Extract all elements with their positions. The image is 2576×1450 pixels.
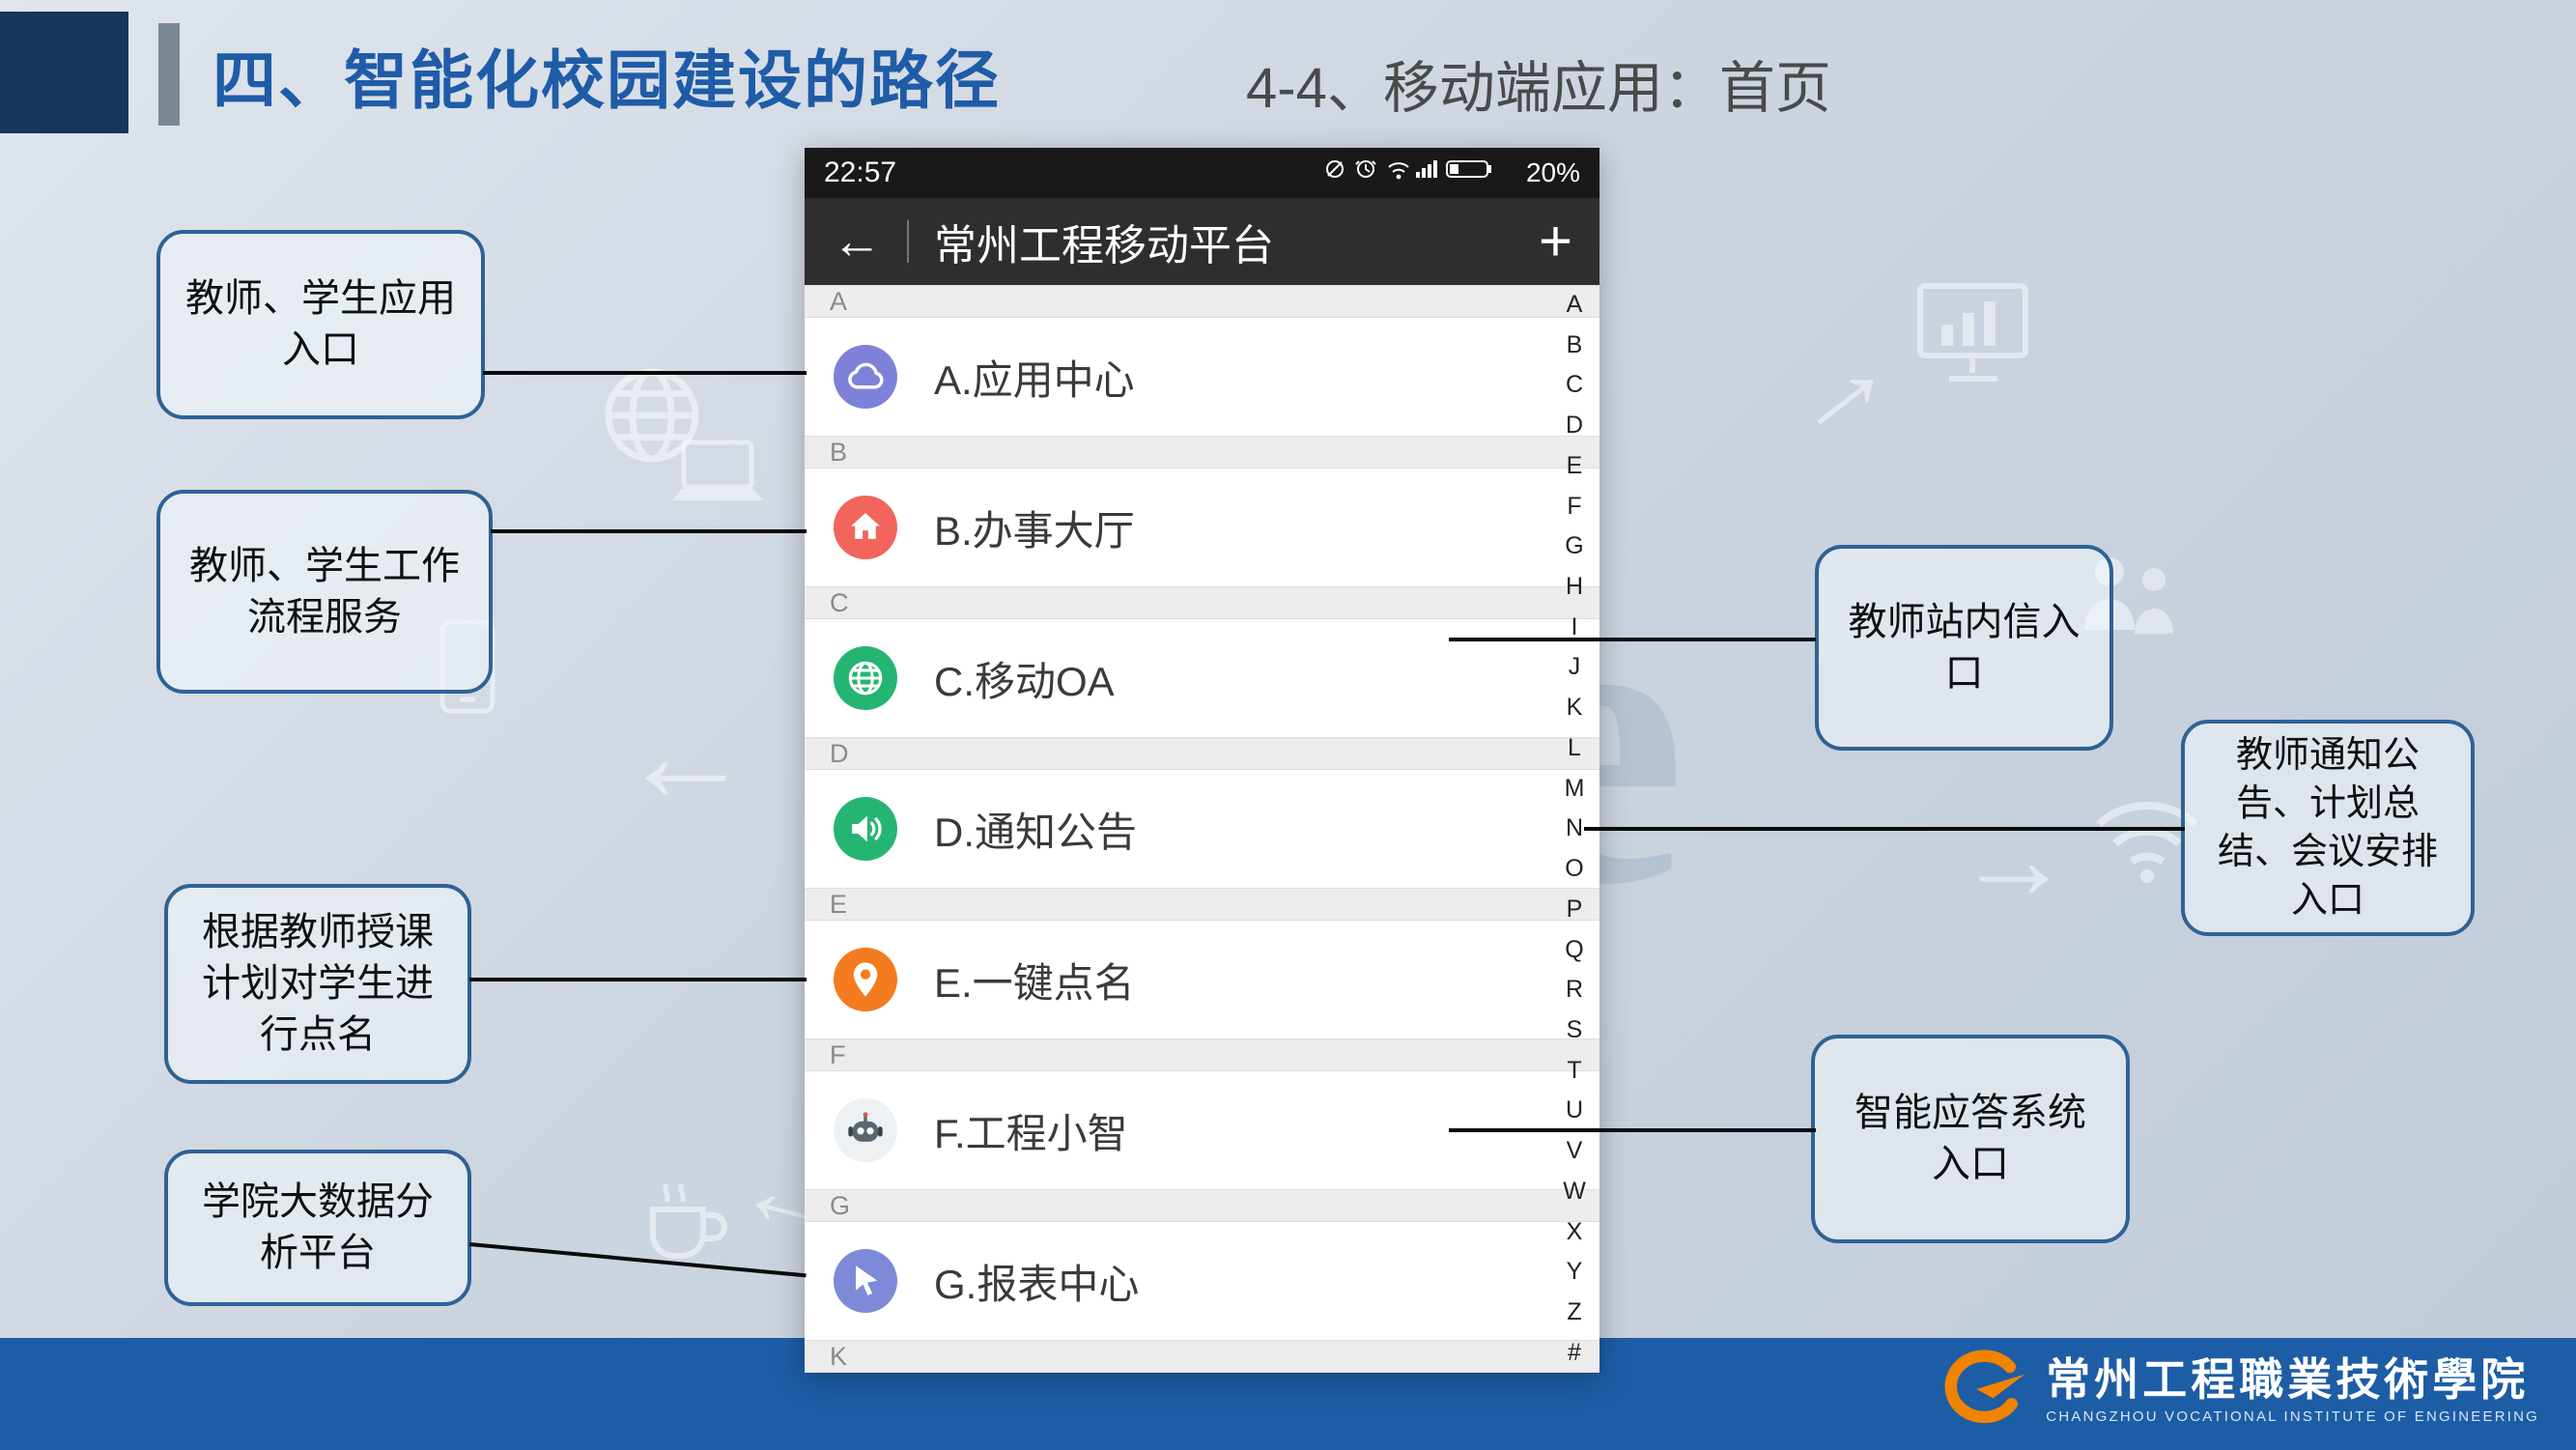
watermark-monitor-chart-icon: [1912, 280, 2033, 386]
index-letter[interactable]: P: [1566, 895, 1583, 923]
home-icon: [834, 496, 897, 559]
index-letter[interactable]: Q: [1565, 935, 1584, 963]
list-item-label: A.应用中心: [934, 356, 1135, 403]
add-icon[interactable]: +: [1538, 209, 1572, 273]
section-letter: A: [805, 285, 1599, 318]
watermark-laptop-icon: [665, 437, 771, 512]
pin-icon: [834, 948, 897, 1011]
connector-line-b: [491, 529, 807, 533]
callout-qa: 智能应答系统入口: [1811, 1035, 2130, 1243]
app-list: A A.应用中心 B B.办事大厅 C C.移动OA D D.通知公告 E E.一键点名 F F.工程…: [805, 285, 1599, 1373]
nav-divider: [907, 220, 909, 263]
list-item-label: E.一键点名: [934, 959, 1135, 1006]
list-item[interactable]: G.报表中心: [805, 1222, 1599, 1340]
index-letter[interactable]: F: [1567, 492, 1582, 520]
index-letter[interactable]: Y: [1566, 1258, 1583, 1286]
list-item[interactable]: D.通知公告: [805, 770, 1599, 888]
index-letter[interactable]: L: [1568, 733, 1581, 761]
list-item-label: B.办事大厅: [934, 507, 1135, 554]
slide-title: 四、智能化校园建设的路径: [212, 44, 1001, 116]
connector-line-e: [469, 978, 807, 981]
phone-screenshot: 22:57 20% ← 常州工程移动平台 + A A.应用中心 B B.办事大厅 C C.…: [805, 148, 1599, 1373]
index-letter[interactable]: M: [1564, 774, 1585, 802]
index-letter[interactable]: B: [1566, 330, 1583, 358]
callout-notice: 教师通知公告、计划总结、会议安排入口: [2181, 720, 2475, 936]
section-letter: G: [805, 1189, 1599, 1222]
index-letter[interactable]: N: [1565, 814, 1584, 842]
robot-icon: [834, 1098, 897, 1162]
index-letter[interactable]: K: [1566, 694, 1583, 722]
list-item[interactable]: B.办事大厅: [805, 469, 1599, 586]
index-letter[interactable]: D: [1565, 412, 1584, 440]
list-item-label: G.报表中心: [934, 1261, 1140, 1307]
cloud-icon: [834, 345, 897, 409]
index-letter[interactable]: X: [1566, 1217, 1583, 1245]
index-letter[interactable]: #: [1568, 1338, 1581, 1366]
index-letter[interactable]: U: [1565, 1096, 1584, 1124]
section-letter: D: [805, 737, 1599, 770]
connector-line-a: [483, 371, 807, 375]
status-icons: [1323, 153, 1516, 193]
callout-app-entry: 教师、学生应用入口: [156, 230, 485, 419]
watermark-arrow-upright-icon: →: [1747, 299, 1919, 472]
index-letter[interactable]: A: [1566, 291, 1583, 318]
section-letter: B: [805, 436, 1599, 469]
list-item-label: F.工程小智: [934, 1110, 1128, 1156]
connector-line-f: [1449, 1128, 1816, 1132]
school-logo: 常州工程職業技術學院 CHANGZHOU VOCATIONAL INSTITUT…: [1936, 1346, 2539, 1436]
section-letter: E: [805, 888, 1599, 921]
speaker-icon: [834, 797, 897, 861]
watermark-coffee-icon: [637, 1177, 734, 1265]
connector-line-c: [1449, 638, 1816, 641]
index-letter[interactable]: W: [1563, 1177, 1586, 1205]
list-item-label: C.移动OA: [934, 658, 1115, 704]
list-item[interactable]: A.应用中心: [805, 318, 1599, 436]
section-letter: C: [805, 586, 1599, 619]
status-bar: 22:57 20%: [805, 148, 1599, 198]
section-letter: K: [805, 1340, 1599, 1373]
back-arrow-icon[interactable]: ←: [832, 213, 882, 270]
callout-bigdata: 学院大数据分析平台: [164, 1150, 471, 1306]
watermark-arrow-right-icon: →: [1956, 794, 2072, 924]
app-nav-bar: ← 常州工程移动平台 +: [805, 198, 1599, 285]
connector-line-g: [468, 1242, 807, 1278]
list-item[interactable]: E.一键点名: [805, 921, 1599, 1038]
battery-percent: 20%: [1525, 157, 1580, 187]
index-letter[interactable]: C: [1565, 371, 1584, 399]
list-item-label: D.通知公告: [934, 809, 1138, 855]
index-letter[interactable]: H: [1565, 573, 1584, 601]
globe-icon: [834, 646, 897, 710]
index-letter[interactable]: G: [1565, 532, 1584, 560]
corner-accent-square: [0, 12, 128, 133]
logo-swoosh-icon: [1936, 1346, 2028, 1436]
index-letter[interactable]: Z: [1567, 1297, 1582, 1325]
index-letter[interactable]: I: [1571, 612, 1578, 640]
section-letter: F: [805, 1038, 1599, 1071]
index-letter[interactable]: E: [1566, 451, 1583, 479]
logo-text-cn: 常州工程職業技術學院: [2046, 1354, 2530, 1405]
index-letter[interactable]: T: [1567, 1056, 1582, 1084]
index-letter[interactable]: V: [1566, 1137, 1583, 1165]
index-letter[interactable]: R: [1565, 976, 1584, 1004]
cursor-icon: [834, 1249, 897, 1313]
slide-subtitle: 4-4、移动端应用：首页: [1246, 57, 1831, 120]
callout-workflow: 教师、学生工作流程服务: [156, 490, 493, 694]
callout-rollcall: 根据教师授课计划对学生进行点名: [164, 884, 471, 1084]
index-letter[interactable]: S: [1566, 1015, 1583, 1043]
index-letter[interactable]: O: [1565, 855, 1584, 883]
watermark-arrow-left-icon: ←: [618, 678, 753, 830]
watermark-globe-icon: [594, 357, 710, 473]
index-letter[interactable]: J: [1568, 653, 1581, 681]
callout-mail: 教师站内信入口: [1815, 545, 2113, 751]
logo-text-en: CHANGZHOU VOCATIONAL INSTITUTE OF ENGINE…: [2046, 1408, 2539, 1426]
status-time: 22:57: [824, 156, 897, 188]
title-accent-bar: [158, 23, 180, 126]
connector-line-d: [1584, 827, 2185, 831]
app-title: 常州工程移动平台: [934, 222, 1274, 270]
